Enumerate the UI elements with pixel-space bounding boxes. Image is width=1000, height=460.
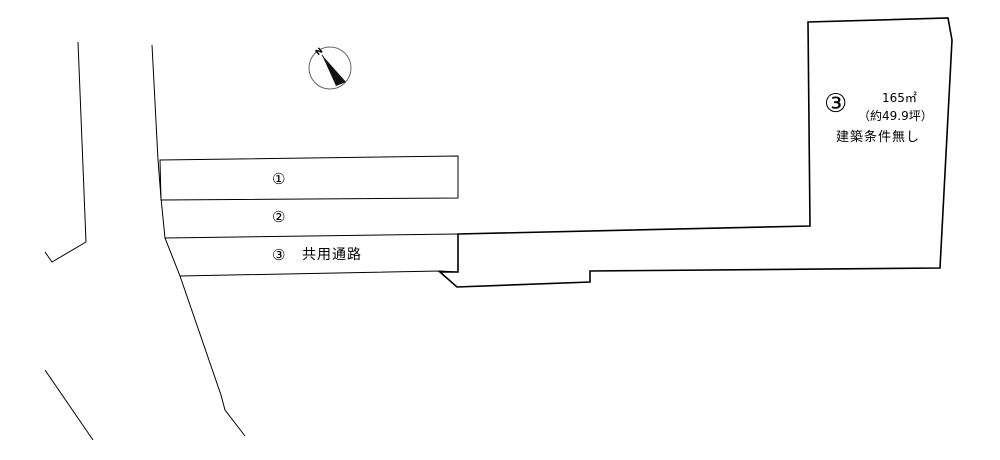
lot-1-number: ① (272, 170, 286, 188)
lot-2-number: ② (272, 208, 286, 226)
passage-number: ③ (272, 246, 286, 264)
lot-3-number: ③ (824, 89, 848, 119)
compass-needle (322, 55, 346, 86)
lot-3-area: 165㎡ (882, 91, 917, 105)
lot-2-bottom (164, 233, 459, 239)
shared-passage-label: 共用通路 (302, 247, 362, 263)
lot-3-outline (437, 17, 953, 288)
road-boundary-center (151, 44, 246, 437)
north-compass (308, 46, 352, 90)
lot-1-outline (159, 155, 459, 201)
lot-3-tsubo: （約49.9坪） (858, 109, 933, 123)
road-boundary-left-lower (44, 369, 94, 441)
lot-3-build-condition: 建築条件無し (836, 130, 921, 145)
road-boundary-left-upper (44, 41, 87, 263)
compass-axis (321, 54, 342, 85)
